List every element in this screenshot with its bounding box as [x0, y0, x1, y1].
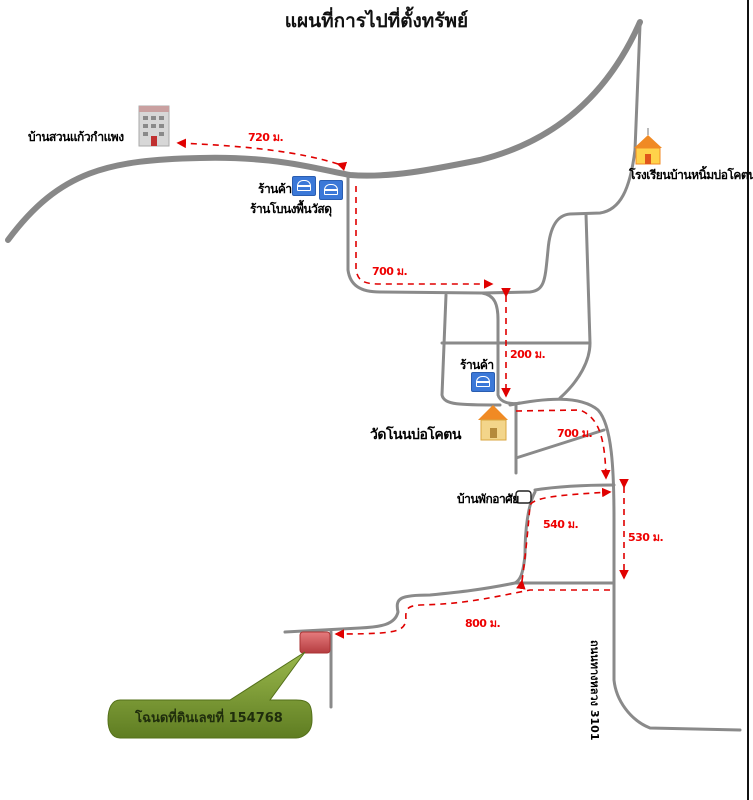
school-icon	[634, 128, 662, 165]
road-house-link	[533, 483, 616, 492]
label-shop2: ร้านค้า	[460, 358, 494, 372]
land-plot-icon	[299, 631, 331, 654]
deed-callout	[107, 651, 313, 739]
road-to-plot	[283, 581, 517, 634]
label-school: โรงเรียนบ้านหนิ้มบ่อโคตน	[629, 168, 753, 182]
road-3101	[508, 397, 742, 732]
house-icon	[515, 490, 532, 504]
distance-label: 720 ม.	[248, 131, 284, 144]
label-temple: วัดโนนบ่อโคตน	[370, 427, 461, 443]
road-inner-west	[440, 293, 502, 407]
road-upper-link	[480, 23, 642, 295]
hotel-icon	[138, 105, 170, 147]
road-temple-diag	[514, 428, 606, 460]
distance-label: 200 ม.	[510, 348, 546, 361]
route-800	[334, 589, 610, 639]
label-shop1: ร้านค้า	[258, 182, 292, 196]
road-3101-label: ถนนทางหลวง 3101	[588, 640, 601, 741]
route-700a	[355, 186, 494, 289]
label-hardware-shop: ร้านโบนงพื้นวัสดุ	[250, 202, 332, 216]
road-inner-east	[558, 212, 592, 400]
route-540	[516, 487, 612, 590]
distance-label: 540 ม.	[543, 518, 579, 531]
label-village-house: บ้านพักอาศัย	[457, 492, 519, 506]
shop-icon	[471, 372, 495, 392]
map-title: แผนที่การไปที่ตั้งทรัพย์	[284, 10, 469, 32]
label-hotel: บ้านสวนแก้วกำแพง	[28, 130, 124, 144]
distance-label: 530 ม.	[628, 531, 664, 544]
route-700b	[515, 409, 611, 480]
route-720	[176, 138, 348, 171]
shop-icon	[319, 180, 343, 200]
frame-edge	[747, 0, 749, 800]
road-west-loop	[346, 174, 522, 406]
distance-label: 800 ม.	[465, 617, 501, 630]
distance-label: 700 ม.	[557, 427, 593, 440]
shop-icon	[292, 176, 316, 196]
temple-icon	[478, 405, 508, 441]
road-house-south	[513, 490, 616, 585]
main-road	[5, 19, 643, 243]
distance-label: 700 ม.	[372, 265, 408, 278]
deed-number-label: โฉนดที่ดินเลขที่ 154768	[135, 711, 283, 726]
